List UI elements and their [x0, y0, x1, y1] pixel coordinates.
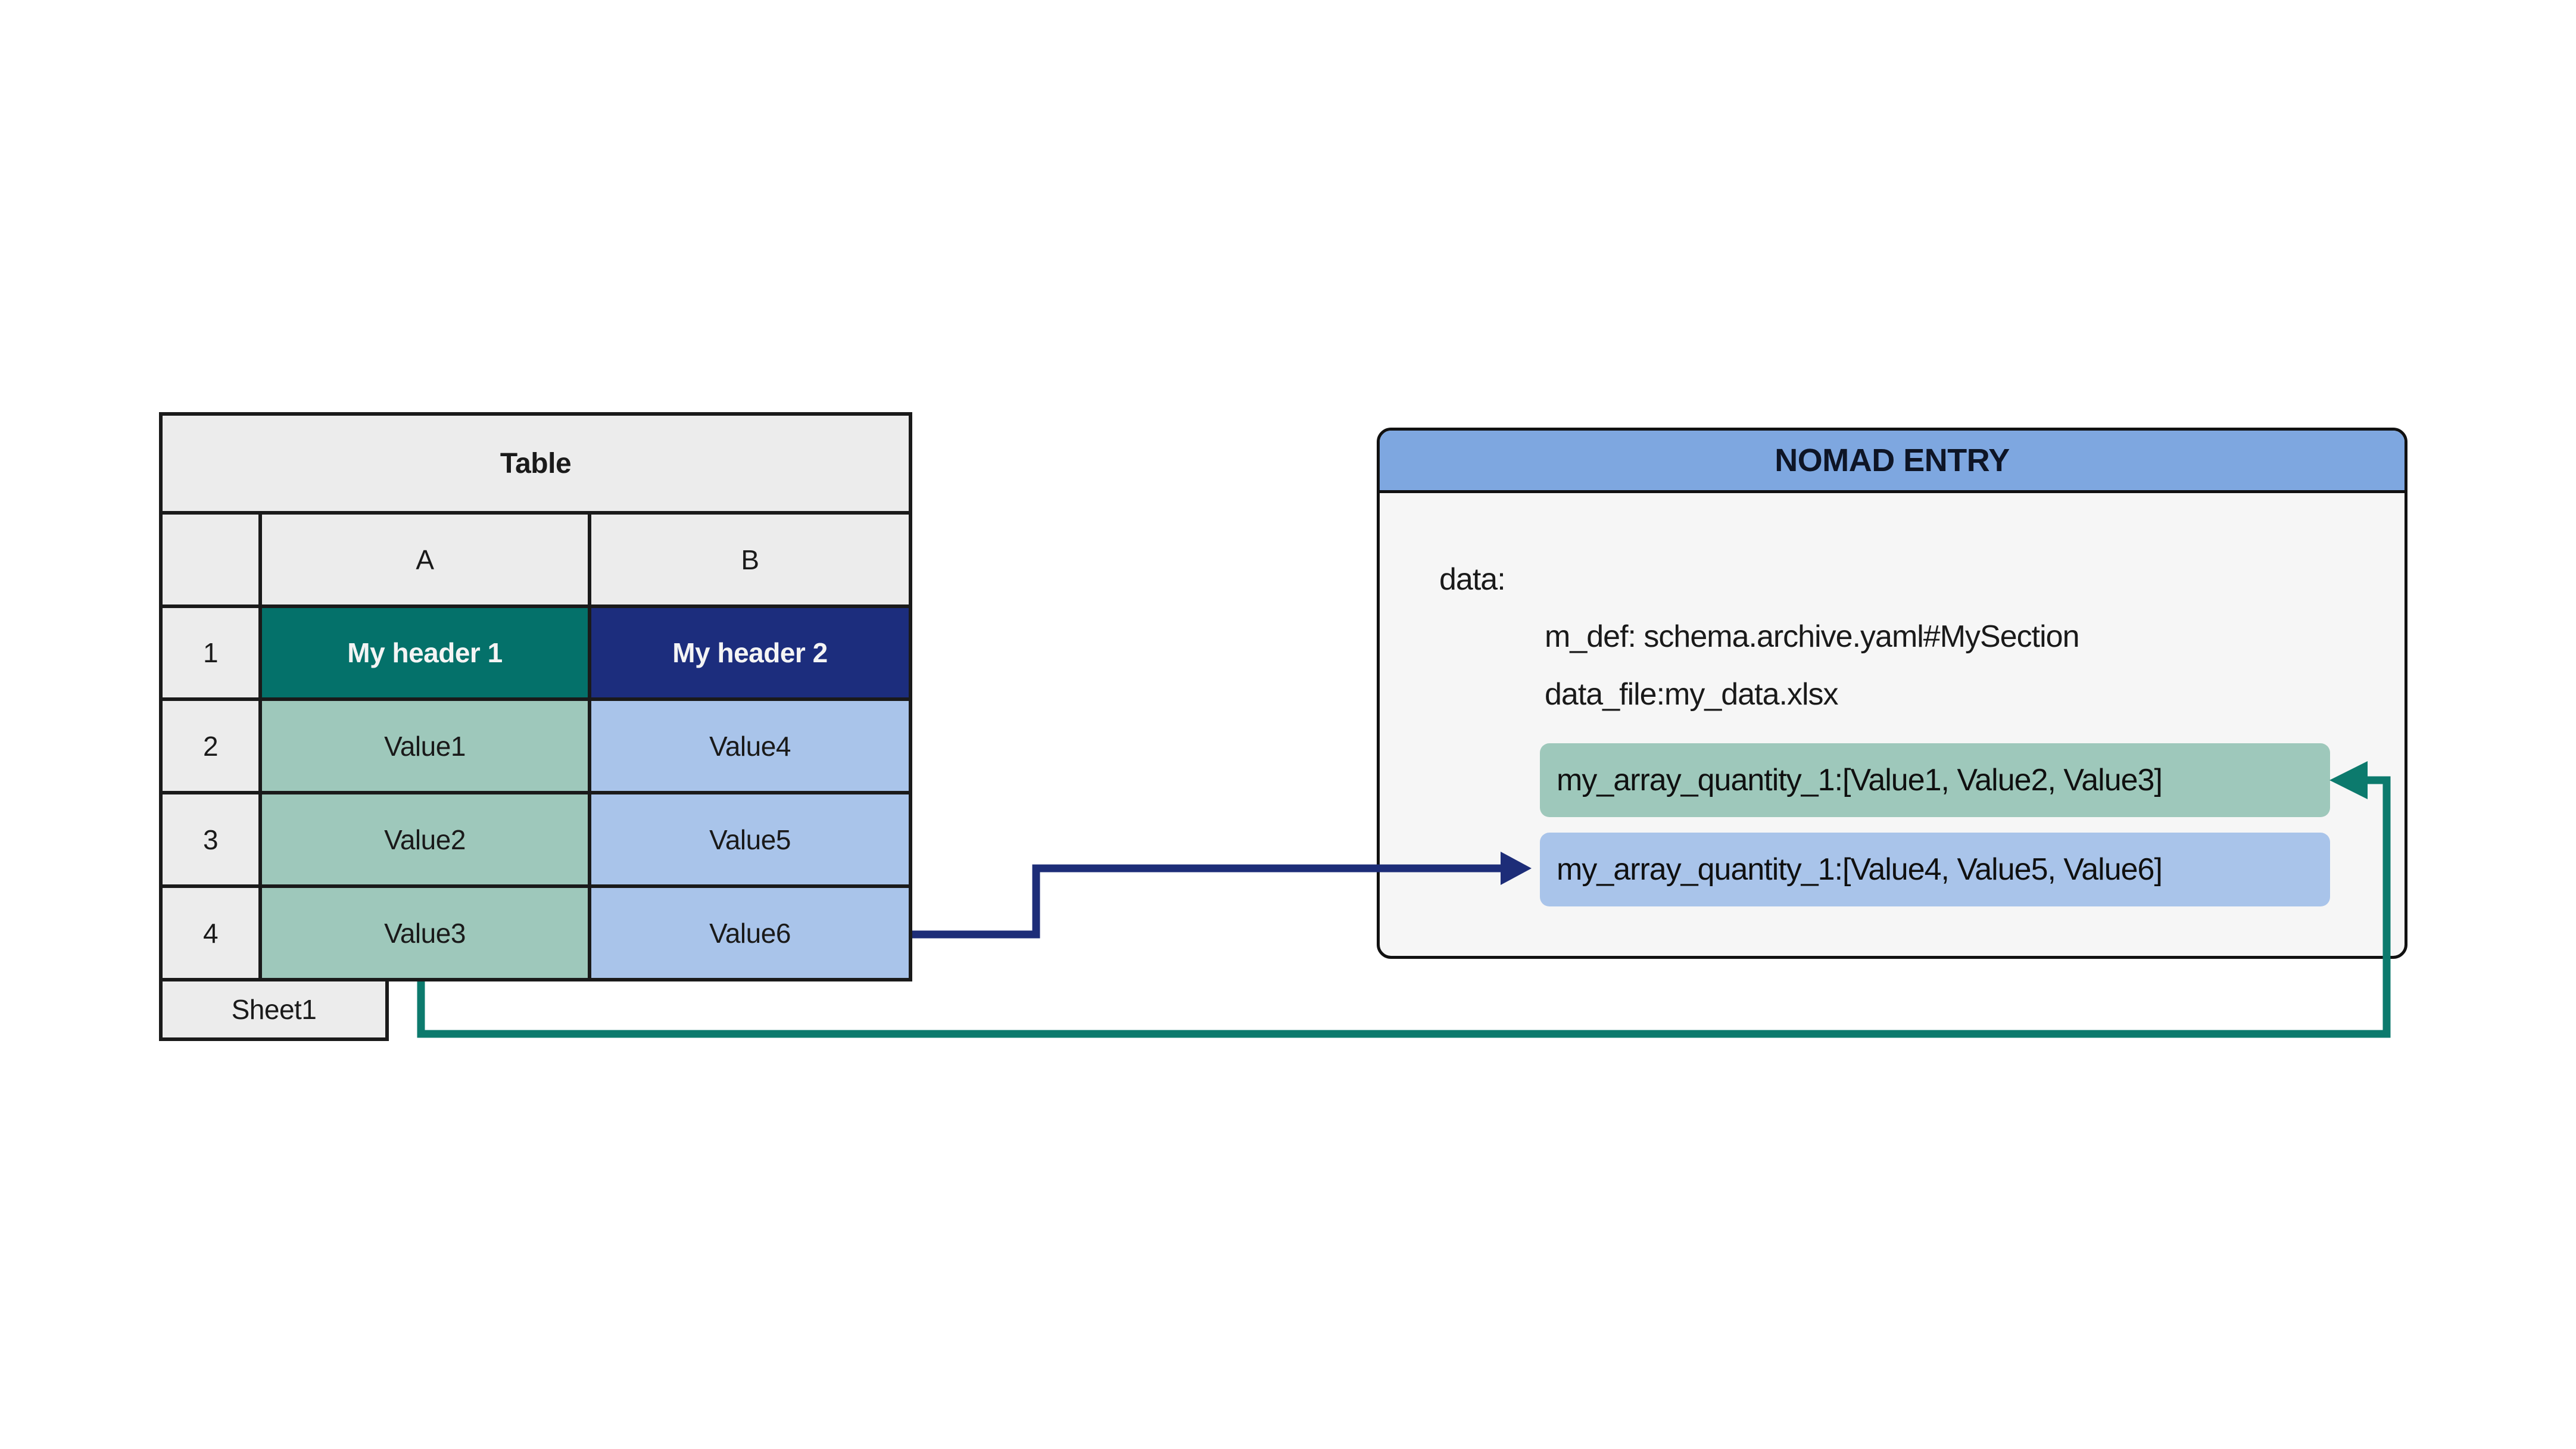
nomad-entry-panel: NOMAD ENTRY data: m_def: schema.archive.… [1377, 428, 2407, 959]
cell-a2: Value1 [262, 701, 588, 791]
yaml-data-file: data_file:my_data.xlsx [1545, 677, 1838, 712]
yaml-m-def: m_def: schema.archive.yaml#MySection [1545, 619, 2079, 654]
cell-b1-my-header-2: My header 2 [591, 608, 909, 697]
spreadsheet-table: Table A B 1 My header 1 My header 2 2 Va… [159, 412, 912, 981]
column-header-a: A [262, 515, 588, 604]
row-number-1: 1 [163, 608, 258, 697]
table-title: Table [163, 416, 909, 511]
cell-a3: Value2 [262, 794, 588, 884]
corner-cell [163, 515, 258, 604]
array-quantity-green-highlight: my_array_quantity_1:[Value1, Value2, Val… [1540, 743, 2330, 817]
cell-b3: Value5 [591, 794, 909, 884]
sheet-tab: Sheet1 [159, 978, 389, 1041]
yaml-data-root: data: [1439, 562, 1506, 597]
row-number-3: 3 [163, 794, 258, 884]
cell-b4: Value6 [591, 888, 909, 978]
cell-a1-my-header-1: My header 1 [262, 608, 588, 697]
row-number-4: 4 [163, 888, 258, 978]
cell-b2: Value4 [591, 701, 909, 791]
column-header-b: B [591, 515, 909, 604]
nomad-entry-title: NOMAD ENTRY [1380, 431, 2405, 493]
cell-a4: Value3 [262, 888, 588, 978]
row-number-2: 2 [163, 701, 258, 791]
array-quantity-blue-highlight: my_array_quantity_1:[Value4, Value5, Val… [1540, 833, 2330, 906]
